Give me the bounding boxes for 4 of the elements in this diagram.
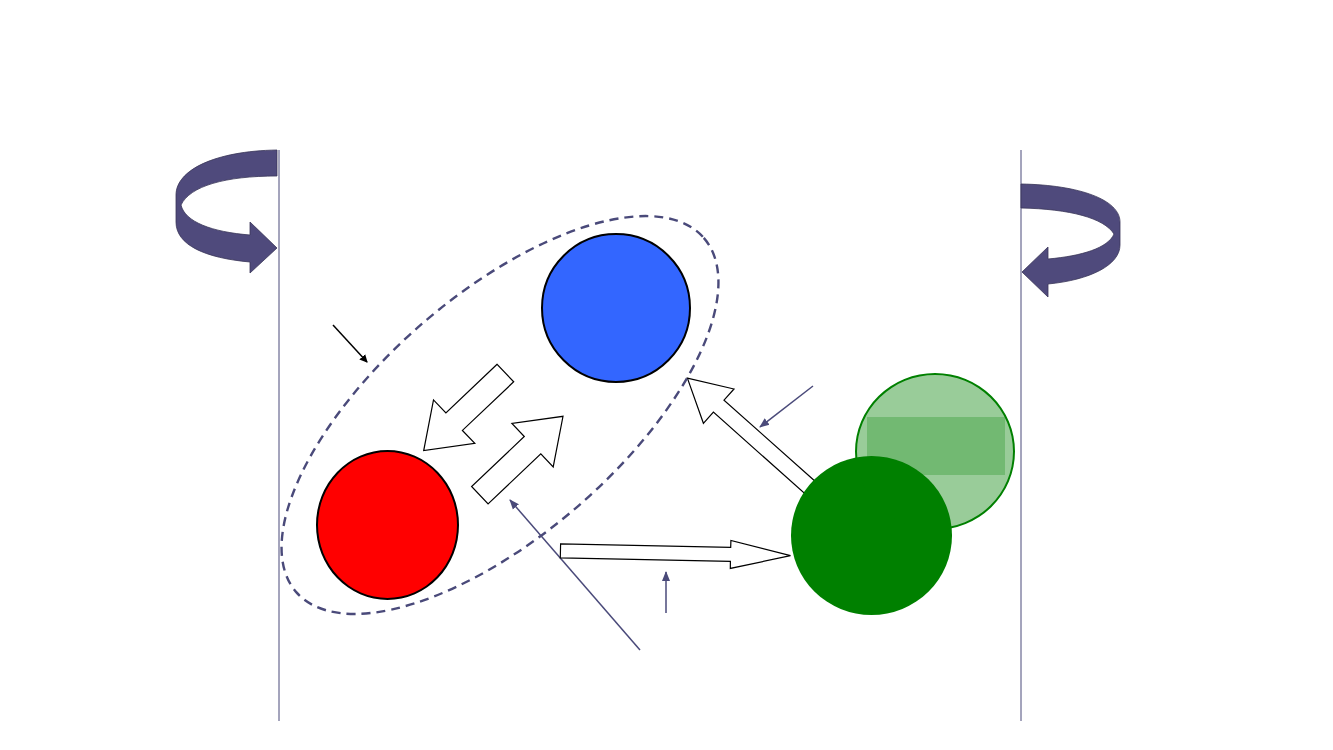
block-arrow (559, 539, 792, 570)
leader-arrow (332, 324, 368, 363)
block-arrow (422, 363, 515, 452)
block-arrow (470, 415, 564, 505)
